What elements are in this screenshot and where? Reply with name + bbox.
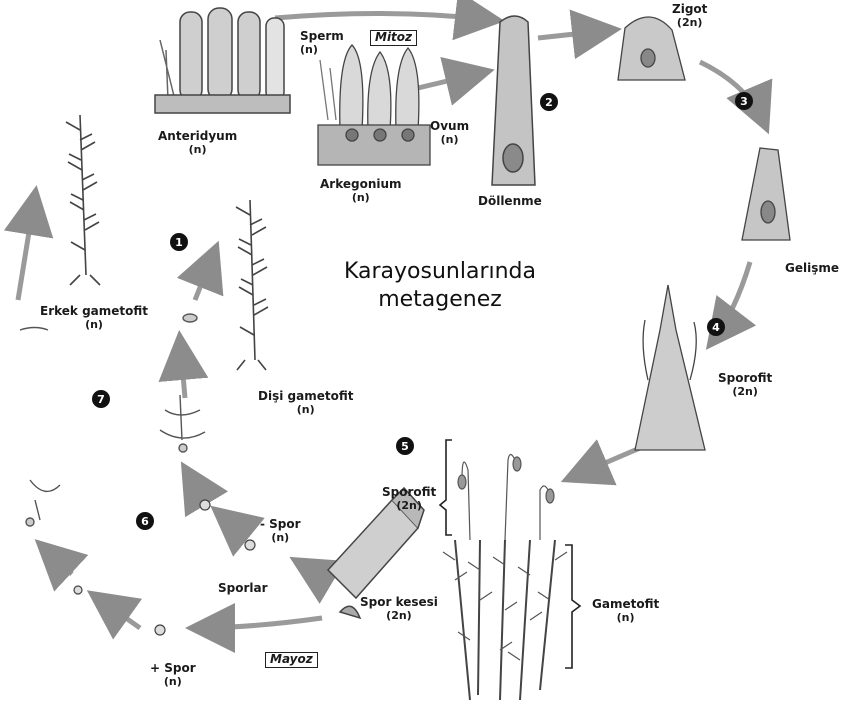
spor-plus-name: + Spor — [150, 661, 196, 675]
diagram-title: Karayosunlarında metagenez — [330, 258, 550, 313]
anteridyum-ploidy: (n) — [158, 144, 237, 157]
label-sporofit-mid: Sporofit (2n) — [382, 486, 436, 512]
erkek-gametofit-name: Erkek gametofit — [40, 304, 148, 318]
label-disi-gametofit: Dişi gametofit (n) — [258, 390, 353, 416]
arkegonium-name: Arkegonium — [320, 177, 402, 191]
arrow-sporophyte-to-plant — [570, 448, 640, 478]
label-erkek-gametofit: Erkek gametofit (n) — [40, 305, 148, 331]
step-marker-6: 6 — [136, 512, 154, 530]
step-marker-2: 2 — [540, 93, 558, 111]
arrow-protonema-left — [42, 546, 72, 574]
ovum-name: Ovum — [430, 119, 469, 133]
label-spor-plus: + Spor (n) — [150, 662, 196, 688]
disi-gametofit-ploidy: (n) — [258, 404, 353, 417]
arrow-spore-minus-to-protonema — [218, 512, 240, 530]
label-zigot: Zigot (2n) — [672, 3, 707, 29]
sporophyte-growing-drawing — [635, 285, 705, 450]
arkegonium-ploidy: (n) — [320, 192, 402, 205]
erkek-gametofit-ploidy: (n) — [40, 319, 148, 332]
ovum-ploidy: (n) — [430, 134, 469, 147]
spor-kesesi-ploidy: (2n) — [360, 610, 438, 623]
spor-minus-name: - Spor — [260, 517, 301, 531]
label-dollenme: Döllenme — [478, 195, 542, 209]
arrow-protonema-to-bud — [180, 340, 185, 398]
gametofit-name: Gametofit — [592, 597, 659, 611]
step-marker-7: 7 — [92, 390, 110, 408]
male-gametophyte-drawing — [66, 115, 100, 285]
step-marker-3: 3 — [735, 92, 753, 110]
protonema-drawings — [20, 314, 205, 526]
sporofit-top-name: Sporofit — [718, 371, 772, 385]
label-gametofit: Gametofit (n) — [592, 598, 659, 624]
label-anteridyum: Anteridyum (n) — [158, 130, 237, 156]
arrow-spore-plus-to-protonema — [95, 596, 140, 628]
arrow-capsule-to-spore-minus — [298, 562, 325, 578]
label-ovum: Ovum (n) — [430, 120, 469, 146]
label-gelisme: Gelişme — [785, 262, 839, 276]
step-marker-5: 5 — [396, 437, 414, 455]
zigot-ploidy: (2n) — [672, 17, 707, 30]
gametofit-ploidy: (n) — [592, 612, 659, 625]
antheridia-drawing — [155, 8, 290, 113]
fertilization-drawing — [492, 16, 535, 185]
arrow-to-male-gametophyte — [18, 195, 35, 300]
step-marker-4: 4 — [707, 318, 725, 336]
label-sperm: Sperm (n) — [300, 30, 344, 56]
spor-kesesi-name: Spor kesesi — [360, 595, 438, 609]
label-mitoz: Mitoz — [370, 30, 417, 46]
development-drawing — [742, 148, 790, 240]
sporofit-mid-ploidy: (2n) — [382, 500, 436, 513]
label-arkegonium: Arkegonium (n) — [320, 178, 402, 204]
arrow-fertilization-to-zygote — [538, 30, 612, 38]
title-line-2: metagenez — [330, 286, 550, 314]
arrow-zygote-to-development — [700, 62, 765, 125]
label-spor-minus: - Spor (n) — [260, 518, 301, 544]
arrow-ovum-to-fertilization — [418, 72, 485, 88]
disi-gametofit-name: Dişi gametofit — [258, 389, 353, 403]
spor-plus-ploidy: (n) — [150, 676, 196, 689]
anteridyum-name: Anteridyum — [158, 129, 237, 143]
adult-moss-plant-drawing — [443, 454, 567, 700]
arrow-capsule-to-spore-plus — [195, 618, 322, 628]
label-spor-kesesi: Spor kesesi (2n) — [360, 596, 438, 622]
arrow-bud-to-female — [195, 250, 215, 300]
arrow-anteridium-to-fertilization — [275, 13, 495, 20]
sperm-name: Sperm — [300, 29, 344, 43]
label-sporlar: Sporlar — [218, 582, 268, 596]
archegonia-drawing — [318, 45, 430, 165]
step-marker-1: 1 — [170, 233, 188, 251]
label-mayoz: Mayoz — [265, 652, 318, 668]
sporofit-mid-name: Sporofit — [382, 485, 436, 499]
zigot-name: Zigot — [672, 2, 707, 16]
sporofit-top-ploidy: (2n) — [718, 386, 772, 399]
sperm-ploidy: (n) — [300, 44, 344, 57]
spor-minus-ploidy: (n) — [260, 532, 301, 545]
title-line-1: Karayosunlarında — [330, 258, 550, 286]
label-sporofit-top: Sporofit (2n) — [718, 372, 772, 398]
arrow-protonema-up — [186, 470, 198, 490]
female-gametophyte-drawing — [236, 200, 268, 370]
